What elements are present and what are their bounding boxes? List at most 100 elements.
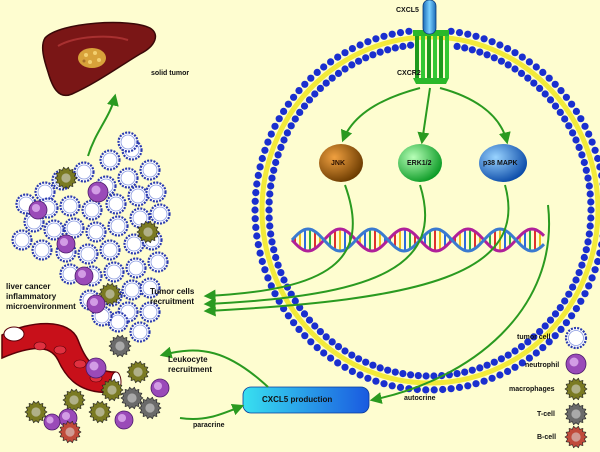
microenvironment-line-1: liver cancer — [6, 282, 51, 291]
membrane-bead — [525, 58, 534, 66]
membrane-bead — [577, 115, 585, 123]
membrane-bead — [430, 386, 438, 394]
tumor-recruitment-label: Tumor cells recruitment — [150, 287, 194, 307]
membrane-bead — [364, 374, 372, 382]
legend-b-cell: B-cell — [537, 434, 557, 441]
membrane-bead — [334, 69, 343, 77]
erk-label: ERK1/2 — [407, 160, 432, 167]
membrane-bead — [511, 347, 519, 355]
membrane-bead — [264, 274, 272, 282]
membrane-bead — [369, 361, 377, 369]
leukocyte-line-2: recruitment — [168, 365, 213, 374]
membrane-bead — [313, 68, 321, 76]
membrane-bead — [587, 214, 595, 222]
membrane-bead — [253, 232, 261, 240]
membrane-bead — [551, 310, 560, 318]
membrane-bead — [483, 361, 491, 369]
membrane-bead — [586, 190, 594, 198]
membrane-bead — [380, 380, 388, 388]
legend-icons — [564, 326, 588, 449]
membrane-bead — [582, 166, 590, 174]
membrane-bead — [578, 261, 586, 269]
membrane-bead — [355, 355, 363, 363]
membrane-bead — [391, 368, 399, 376]
membrane-bead — [568, 312, 576, 320]
membrane-bead — [511, 49, 519, 57]
membrane-bead — [530, 333, 538, 341]
membrane-bead — [511, 363, 519, 371]
membrane-bead — [251, 206, 259, 214]
membrane-bead — [594, 257, 600, 266]
membrane-bead — [391, 44, 399, 52]
membrane-bead — [256, 249, 264, 257]
cxcl5-production-box — [242, 386, 370, 414]
tumor-cell — [81, 199, 103, 221]
membrane-bead — [290, 93, 298, 101]
legend-macrophages: macrophages — [509, 386, 555, 393]
macrophage — [24, 400, 48, 424]
arrow-cxcr2-to-jnk — [341, 87, 421, 143]
membrane-bead — [447, 385, 455, 393]
neutrophil — [74, 266, 94, 286]
membrane-bead — [265, 198, 273, 206]
membrane-bead — [305, 316, 314, 324]
membrane-bead — [585, 130, 593, 138]
membrane-bead — [267, 230, 275, 238]
membrane-bead — [476, 364, 484, 372]
membrane-bead — [585, 230, 593, 238]
membrane-bead — [274, 261, 282, 269]
membrane-bead — [396, 383, 405, 391]
membrane-bead — [320, 349, 328, 357]
membrane-bead — [532, 349, 540, 357]
membrane-bead — [311, 90, 319, 98]
membrane-bead — [380, 32, 388, 40]
membrane-bead — [562, 319, 571, 327]
membrane-bead — [455, 28, 464, 37]
tumor-cell — [107, 215, 129, 237]
tumor-cell — [125, 257, 147, 279]
membrane-bead — [545, 338, 553, 346]
membrane-bead — [572, 276, 580, 284]
membrane-bead — [517, 69, 526, 77]
membrane-bead — [296, 304, 304, 312]
tumor-cell — [85, 221, 107, 243]
membrane-bead — [341, 65, 349, 73]
membrane-bead — [334, 53, 342, 61]
membrane-bead — [586, 222, 594, 230]
membrane-bead — [251, 215, 259, 223]
arrow-paracrine — [179, 403, 245, 421]
membrane-bead — [291, 115, 299, 123]
membrane-bead — [453, 370, 461, 378]
macrophage — [100, 378, 124, 402]
membrane-bead — [252, 223, 260, 231]
membrane-bead — [258, 154, 266, 163]
membrane-bead — [271, 122, 279, 130]
membrane-bead — [284, 312, 292, 320]
tumor-cell — [73, 161, 95, 183]
membrane-bead — [587, 198, 595, 206]
membrane-bead — [270, 166, 278, 174]
membrane-bead — [497, 355, 505, 363]
tumor-cell — [34, 181, 56, 203]
cxcr2-label: CXCR2 — [397, 70, 421, 77]
membrane-bead — [267, 130, 275, 138]
tumor-cell — [103, 261, 125, 283]
b-cell — [58, 420, 82, 444]
membrane-bead — [414, 372, 422, 380]
membrane-bead — [561, 297, 569, 305]
tumor-cell — [59, 195, 81, 217]
membrane-bead — [399, 42, 407, 51]
t-cell — [564, 402, 588, 426]
membrane-bead — [341, 347, 349, 355]
membrane-bead — [316, 328, 324, 336]
membrane-bead — [480, 35, 488, 43]
tumor-cell — [147, 251, 169, 273]
membrane-bead — [541, 90, 549, 98]
membrane-bead — [584, 238, 592, 246]
membrane-bead — [490, 54, 498, 62]
membrane-bead — [468, 46, 476, 54]
tumor-cell — [121, 279, 143, 301]
membrane-bead — [422, 386, 430, 394]
membrane-bead — [328, 338, 336, 346]
